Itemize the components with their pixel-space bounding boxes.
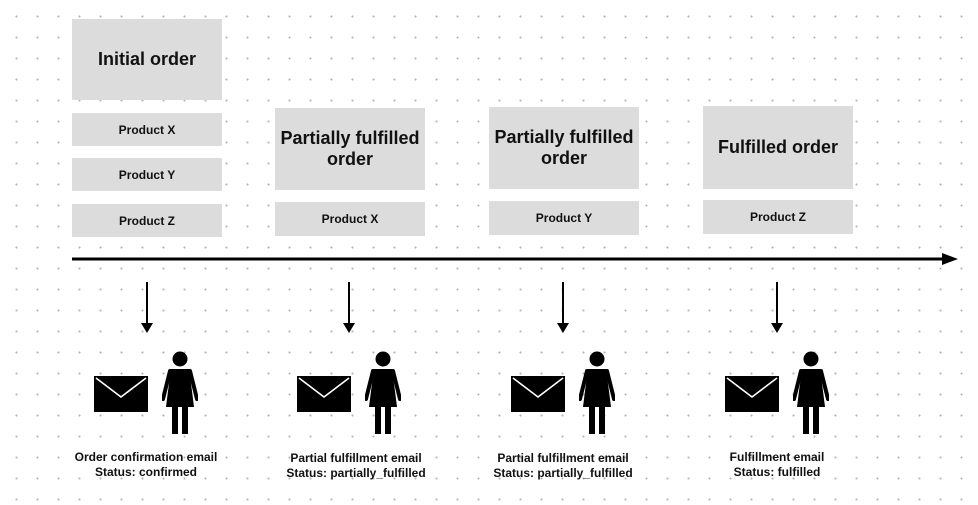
envelope-icon xyxy=(725,376,779,412)
person-icon xyxy=(162,351,198,434)
envelope-icon xyxy=(297,376,351,412)
email-name: Fulfillment email xyxy=(729,450,825,464)
product-label: Product X xyxy=(118,122,176,137)
envelope-icon xyxy=(94,376,148,412)
timeline-arrow xyxy=(72,253,958,265)
stage-title: Initial order xyxy=(97,49,196,69)
stage-title-box: Fulfilled order xyxy=(703,106,853,189)
product-box: Product X xyxy=(275,202,425,236)
product-label: Product Y xyxy=(535,211,593,225)
product-label: Product X xyxy=(321,212,379,226)
arrow-down-icon xyxy=(771,282,783,333)
product-box: Product Z xyxy=(72,204,222,237)
product-box: Product Y xyxy=(489,201,639,235)
arrow-down-icon xyxy=(557,282,569,333)
stage-title-box: Partially fulfilled order xyxy=(275,108,425,190)
person-icon xyxy=(365,351,401,434)
email-caption: Order confirmation email Status: confirm… xyxy=(46,450,246,480)
arrow-down-icon xyxy=(343,282,355,333)
email-caption: Partial fulfillment email Status: partia… xyxy=(256,451,456,481)
person-icon xyxy=(793,351,829,434)
email-caption: Partial fulfillment email Status: partia… xyxy=(463,451,663,481)
product-label: Product Y xyxy=(118,167,176,182)
stage-title: Partially fulfilled order xyxy=(280,128,420,169)
email-name: Partial fulfillment email xyxy=(497,451,629,465)
product-label: Product Z xyxy=(119,213,175,228)
email-status: Status: partially_fulfilled xyxy=(493,466,633,480)
stage-title: Partially fulfilled order xyxy=(494,127,634,168)
email-status: Status: partially_fulfilled xyxy=(286,466,426,480)
product-box: Product X xyxy=(72,113,222,146)
email-name: Order confirmation email xyxy=(74,450,218,464)
email-status: Status: fulfilled xyxy=(733,465,821,479)
stage-title: Fulfilled order xyxy=(717,137,838,157)
arrow-down-icon xyxy=(141,282,153,333)
stage-title-box: Partially fulfilled order xyxy=(489,107,639,189)
stage-title-box: Initial order xyxy=(72,19,222,100)
product-box: Product Z xyxy=(703,200,853,234)
email-name: Partial fulfillment email xyxy=(290,451,422,465)
email-caption: Fulfillment email Status: fulfilled xyxy=(677,450,877,480)
product-label: Product Z xyxy=(750,210,806,224)
envelope-icon xyxy=(511,376,565,412)
product-box: Product Y xyxy=(72,158,222,191)
person-icon xyxy=(579,351,615,434)
email-status: Status: confirmed xyxy=(94,465,197,479)
